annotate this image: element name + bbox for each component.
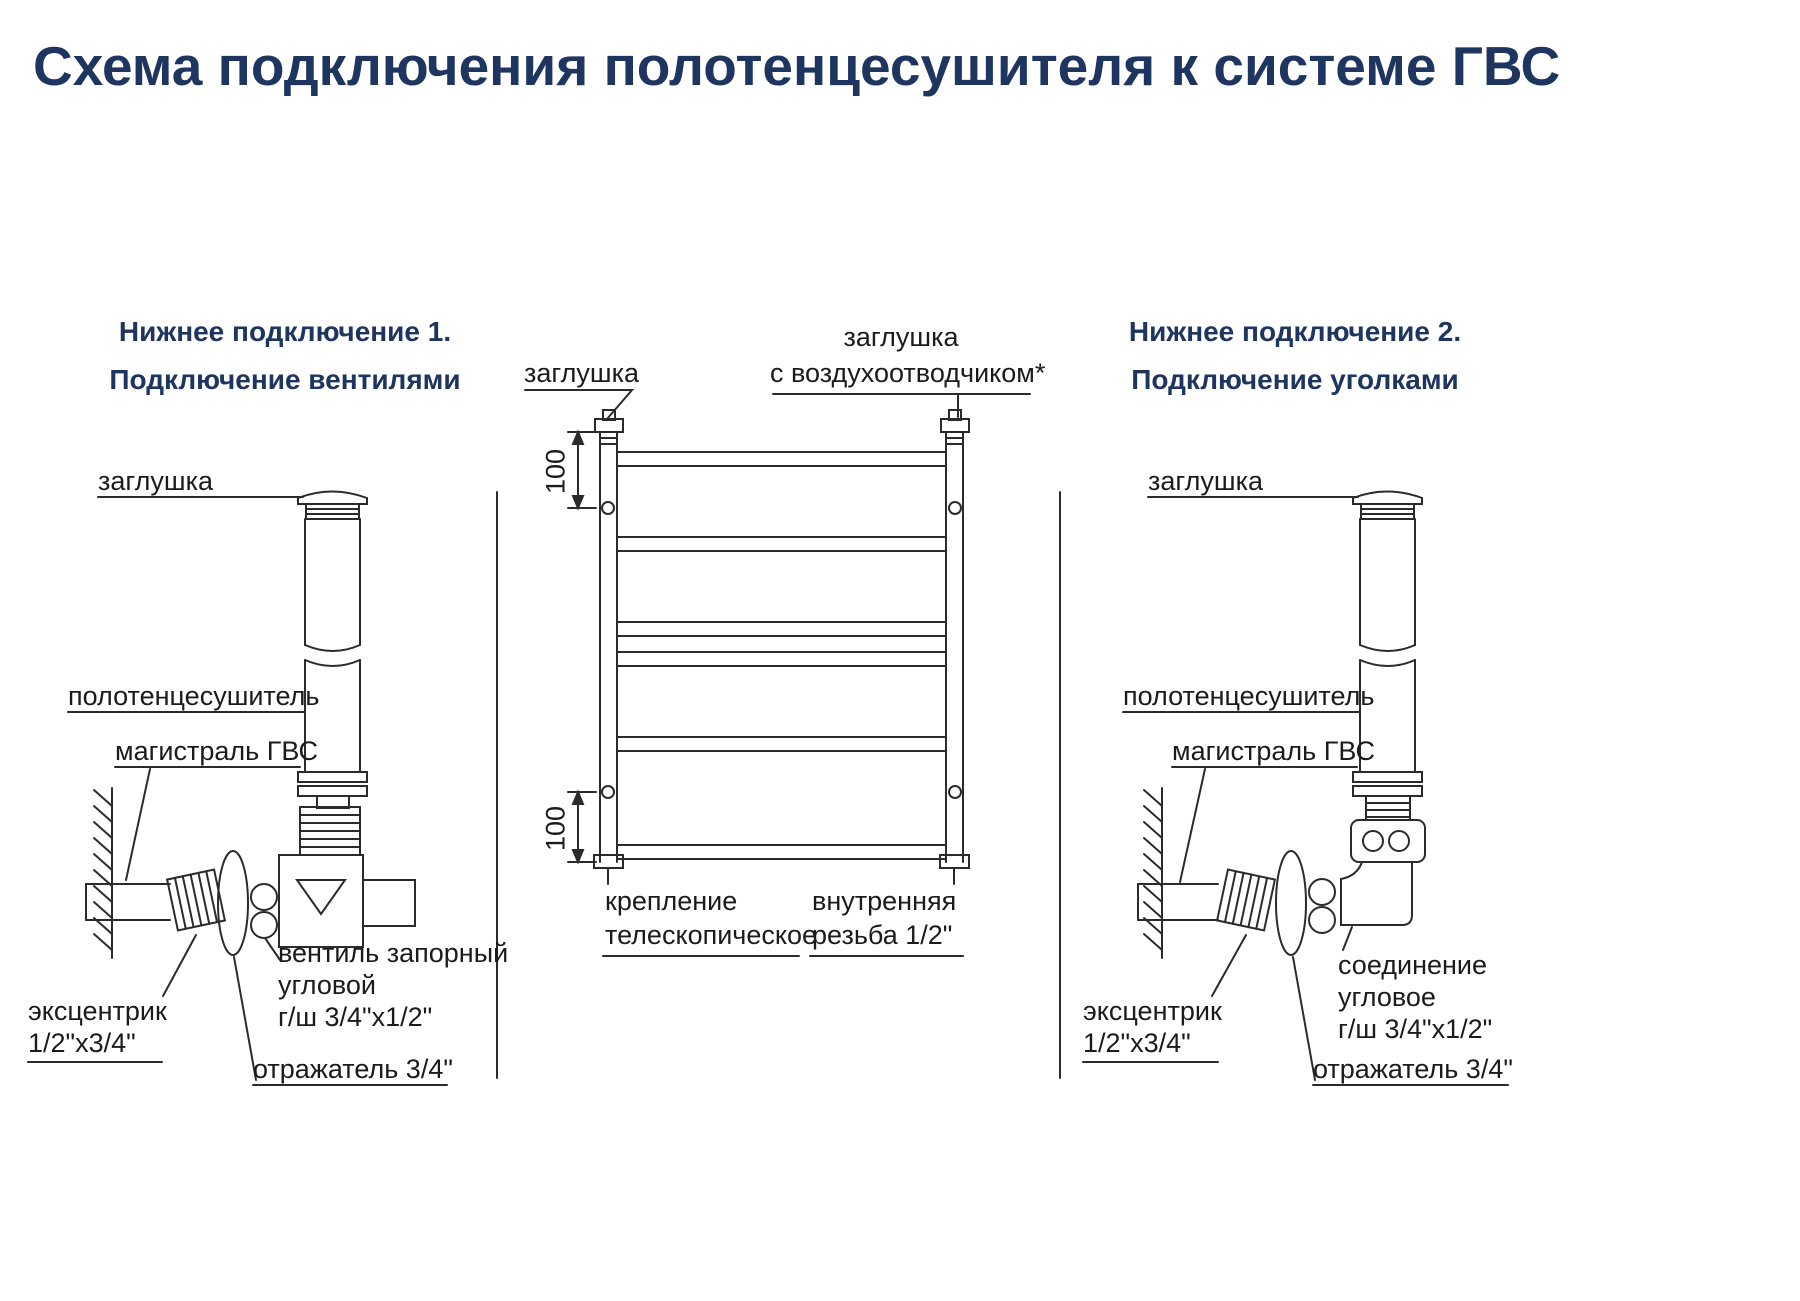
left-valve-label-line2: угловой xyxy=(278,970,376,1000)
air-vent-plug-label-line1: заглушка xyxy=(843,322,959,352)
right-eccentric-label-line2: 1/2"х3/4" xyxy=(1083,1028,1191,1058)
right-union-nut xyxy=(1308,906,1336,934)
left-wall xyxy=(93,787,113,959)
right-section-heading-line1: Нижнее подключение 2. xyxy=(1128,316,1462,347)
page-title: Схема подключения полотенцесушителя к си… xyxy=(33,35,1561,97)
rail-right xyxy=(939,409,970,869)
right-wall xyxy=(1143,787,1163,959)
left-towel-rail-label: полотенцесушитель xyxy=(68,681,320,711)
air-vent-plug-label-line2: с воздухоотводчиком* xyxy=(770,358,1046,388)
center-plug-label: заглушка xyxy=(524,358,639,388)
left-eccentric xyxy=(165,868,227,932)
towel-rail-drawing xyxy=(524,389,1031,957)
left-vertical-pipe xyxy=(297,490,368,797)
left-connection-drawing xyxy=(27,490,448,1086)
internal-thread-label-line2: резьба 1/2" xyxy=(812,920,953,950)
right-corner-label-line1: соединение xyxy=(1338,950,1488,980)
mount-point xyxy=(601,785,615,799)
right-hws-main-label: магистраль ГВС xyxy=(1172,736,1375,766)
left-hws-main-label: магистраль ГВС xyxy=(115,736,318,766)
left-union-nut xyxy=(250,883,278,911)
right-vertical-pipe xyxy=(1352,490,1423,797)
right-connection-drawing xyxy=(1082,490,1509,1086)
left-valve-label-line3: г/ш 3/4"х1/2" xyxy=(278,1002,433,1032)
left-eccentric-label-line2: 1/2"х3/4" xyxy=(28,1028,136,1058)
internal-thread-label-line1: внутренняя xyxy=(812,886,957,916)
mount-point xyxy=(948,785,962,799)
left-reflector xyxy=(217,850,249,956)
dimension-bottom-value: 100 xyxy=(540,805,571,852)
left-valve-label-line1: вентиль запорный xyxy=(278,938,509,968)
left-reflector-label: отражатель 3/4" xyxy=(253,1054,453,1084)
left-union-nut xyxy=(250,911,278,939)
left-eccentric-label-line1: эксцентрик xyxy=(28,996,167,1026)
rail-rungs xyxy=(616,451,947,860)
right-eccentric-label-line1: эксцентрик xyxy=(1083,996,1222,1026)
left-plug-label: заглушка xyxy=(98,466,213,496)
mount-point xyxy=(948,501,962,515)
right-corner-label-line2: угловое xyxy=(1338,982,1436,1012)
right-corner-label-line3: г/ш 3/4"х1/2" xyxy=(1338,1014,1493,1044)
mount-point xyxy=(601,501,615,515)
right-section-heading-line2: Подключение уголками xyxy=(1131,364,1459,395)
right-corner-connection xyxy=(1340,795,1426,926)
dimension-top xyxy=(567,429,597,511)
left-hws-pipe xyxy=(85,883,171,921)
right-hws-pipe xyxy=(1137,883,1219,921)
telescopic-mount-label-line1: крепление xyxy=(605,886,738,916)
right-towel-rail-label: полотенцесушитель xyxy=(1123,681,1375,711)
left-angle-valve xyxy=(278,795,416,948)
right-plug-label: заглушка xyxy=(1148,466,1263,496)
right-eccentric xyxy=(1215,868,1277,932)
right-reflector-label: отражатель 3/4" xyxy=(1313,1054,1513,1084)
rail-left xyxy=(593,409,624,869)
left-section-heading-line2: Подключение вентилями xyxy=(109,364,461,395)
dimension-bottom xyxy=(567,789,597,865)
telescopic-mount-label-line2: телескопическое xyxy=(605,920,818,950)
right-union-nut xyxy=(1308,878,1336,906)
right-reflector xyxy=(1275,850,1307,956)
dimension-top-value: 100 xyxy=(540,448,571,495)
left-section-heading-line1: Нижнее подключение 1. xyxy=(118,316,452,347)
